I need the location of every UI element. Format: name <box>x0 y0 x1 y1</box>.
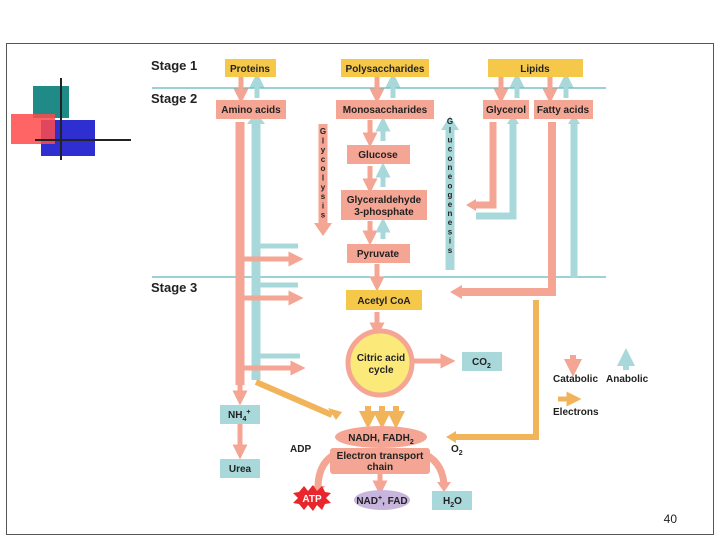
slide-decoration <box>11 78 131 160</box>
glycerol-label: Glycerol <box>486 105 526 116</box>
atp-label: ATP <box>302 494 322 505</box>
h2o-box <box>432 491 472 510</box>
adp-label: ADP <box>290 444 311 455</box>
glycerol-box <box>483 100 529 119</box>
electron-transport-chain-box <box>330 448 430 474</box>
h2o-label: H2O <box>443 496 462 509</box>
vertical-label-letter: g <box>448 191 453 200</box>
polysaccharides-label: Polysaccharides <box>346 64 425 75</box>
glycerol-anabolic-path <box>476 122 517 220</box>
monosaccharides-label: Monosaccharides <box>343 105 428 116</box>
proteins-box <box>225 59 276 77</box>
vertical-label-letter: s <box>448 246 453 255</box>
pyruvate-label: Pyruvate <box>357 249 400 260</box>
acetyl-coa-label: Acetyl CoA <box>357 296 410 307</box>
pyruvate-box <box>347 244 410 263</box>
vertical-label-letter: e <box>448 218 453 227</box>
glyceraldehyde-3-phosphate-box <box>341 190 427 220</box>
citric-acid-cycle <box>345 328 415 398</box>
glycerol-catabolic-path <box>474 122 497 209</box>
glucose-label: Glucose <box>358 150 398 161</box>
vertical-label-letter: u <box>448 135 453 144</box>
citric-cycle-label-line1: Citric acid <box>357 353 405 364</box>
nad-fad-ellipse <box>354 490 410 510</box>
glycolysis-arrowhead <box>314 223 332 236</box>
nadh-fadh2-ellipse <box>335 426 427 448</box>
vertical-label-letter: l <box>322 174 324 183</box>
acetyl-coa-box <box>346 290 422 310</box>
vertical-label-letter: e <box>448 172 453 181</box>
atp-burst <box>293 485 331 511</box>
nadh-fadh2-label: NADH, FADH2 <box>348 433 414 446</box>
vertical-label-letter: n <box>448 163 453 172</box>
vertical-label-letter: y <box>321 146 326 155</box>
etc-label-line2: chain <box>367 462 393 473</box>
vertical-label-letter: e <box>448 200 453 209</box>
vertical-label-letter: G <box>447 117 453 126</box>
vertical-label-letter: n <box>448 209 453 218</box>
vertical-label-letter: o <box>448 181 453 190</box>
vertical-label-letter: o <box>448 154 453 163</box>
nad-fad-label: NAD+, FAD <box>356 495 407 507</box>
lipids-label: Lipids <box>520 64 550 75</box>
vertical-label-letter: o <box>321 164 326 173</box>
catabolic-arrowhead <box>466 199 476 211</box>
nh4-label: NH4+ <box>228 409 250 423</box>
vertical-label-letter: c <box>448 145 453 154</box>
g3p-label-line2: 3-phosphate <box>354 207 414 218</box>
o2-label: O2 <box>451 444 463 457</box>
stage-3-label: Stage 3 <box>151 280 197 295</box>
vertical-label-letter: i <box>449 237 451 246</box>
vertical-label-letter: s <box>448 227 453 236</box>
g3p-label-line1: Glyceraldehyde <box>347 195 422 206</box>
vertical-label-letter: y <box>321 183 326 192</box>
etc-label-line1: Electron transport <box>337 451 424 462</box>
amino-acids-box <box>216 100 286 119</box>
electron-arrowhead <box>328 408 342 420</box>
vertical-label-letter: G <box>320 127 326 136</box>
glucose-box <box>347 145 410 164</box>
gluconeogenesis-arrowhead <box>441 116 459 130</box>
page-number: 40 <box>663 512 677 526</box>
legend-catabolic-label: Catabolic <box>553 374 598 385</box>
lipids-box <box>488 59 583 77</box>
vertical-label-letter: i <box>322 201 324 210</box>
nh4-box <box>220 405 260 424</box>
catabolic-arrowhead <box>437 482 451 492</box>
urea-box <box>220 459 260 478</box>
legend-electrons-label: Electrons <box>553 407 599 418</box>
electron-path-fatty-acids <box>454 300 539 440</box>
co2-label: CO2 <box>472 357 491 370</box>
catabolic-arrowhead <box>450 285 462 299</box>
electron-path-amino-acids <box>254 379 334 418</box>
proteins-label: Proteins <box>230 64 270 75</box>
vertical-label-letter: s <box>321 211 326 220</box>
co2-box <box>462 352 502 371</box>
vertical-label-letter: l <box>322 136 324 145</box>
amino-acids-label: Amino acids <box>221 105 281 116</box>
fatty-acid-catabolic-path <box>460 122 556 296</box>
polysaccharides-box <box>341 59 429 77</box>
fatty-acids-box <box>534 100 593 119</box>
urea-label: Urea <box>229 464 252 475</box>
monosaccharides-box <box>336 100 434 119</box>
deco-teal-square <box>33 86 69 118</box>
stage-2-label: Stage 2 <box>151 91 197 106</box>
vertical-label-letter: c <box>321 155 326 164</box>
vertical-label-letter: l <box>449 126 451 135</box>
vertical-label-letter: s <box>321 192 326 201</box>
citric-cycle-label-line2: cycle <box>368 365 393 376</box>
electron-arrowhead <box>446 431 456 443</box>
fatty-acids-label: Fatty acids <box>537 105 590 116</box>
stage-1-label: Stage 1 <box>151 58 197 73</box>
legend-anabolic-label: Anabolic <box>606 374 649 385</box>
